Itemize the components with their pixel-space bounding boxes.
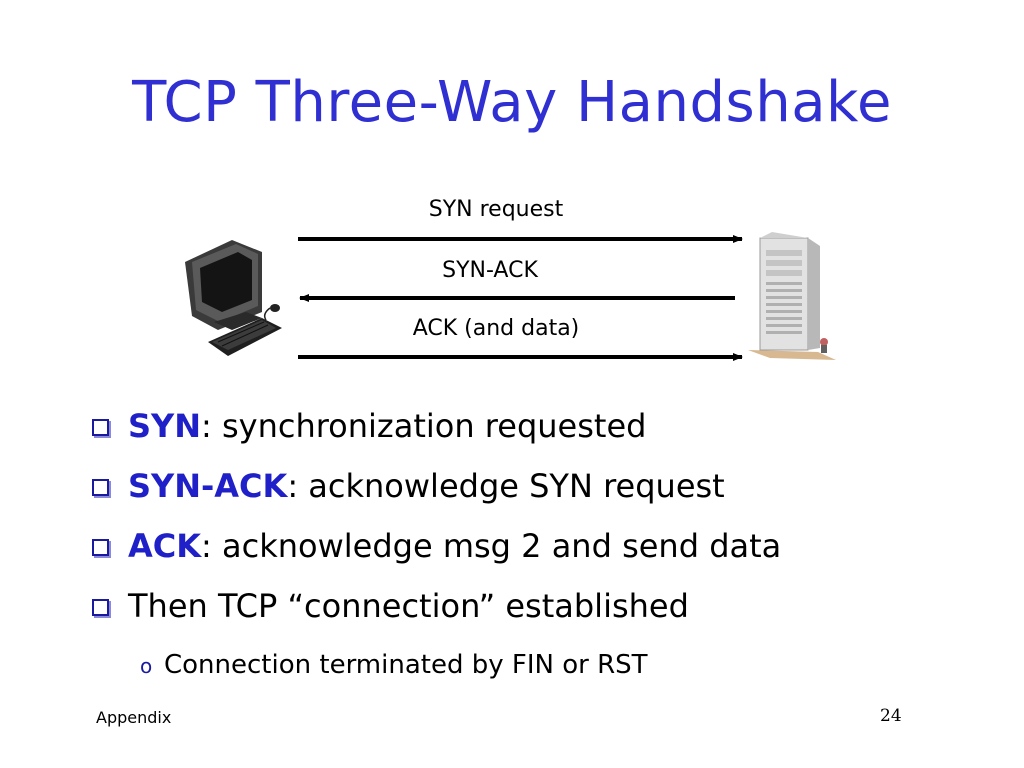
bullet-list: SYN: synchronization requested SYN-ACK: … (92, 402, 992, 642)
handshake-diagram: SYN request SYN-ACK ACK (and data) (185, 197, 836, 361)
bullet-text: : acknowledge SYN request (287, 467, 725, 505)
bullet-square-icon (92, 599, 109, 616)
bullet-square-icon (92, 419, 109, 436)
bullet-term: SYN (128, 407, 201, 445)
syn-request-label: SYN request (428, 197, 564, 222)
sub-bullet-marker: o (140, 654, 153, 678)
footer-label: Appendix (96, 708, 172, 727)
sub-bullet-text: Connection terminated by FIN or RST (164, 650, 648, 680)
bullet-text: Then TCP “connection” established (128, 587, 689, 625)
bullet-square-icon (92, 539, 109, 556)
bullet-text: : synchronization requested (201, 407, 647, 445)
slide-title: TCP Three-Way Handshake (132, 70, 892, 135)
desktop-computer-icon (185, 240, 282, 356)
bullet-item: ACK: acknowledge msg 2 and send data (92, 522, 992, 582)
page-number: 24 (880, 706, 902, 726)
bullet-item: SYN-ACK: acknowledge SYN request (92, 462, 992, 522)
server-tower-icon (748, 232, 836, 360)
bullet-item: SYN: synchronization requested (92, 402, 992, 462)
bullet-text: : acknowledge msg 2 and send data (201, 527, 782, 565)
sub-bullet: o Connection terminated by FIN or RST (140, 650, 648, 680)
bullet-term: ACK (128, 527, 202, 565)
bullet-term: SYN-ACK (128, 467, 288, 505)
syn-ack-label: SYN-ACK (442, 258, 538, 283)
bullet-item: Then TCP “connection” established (92, 582, 992, 642)
bullet-square-icon (92, 479, 109, 496)
ack-label: ACK (and data) (412, 316, 580, 341)
